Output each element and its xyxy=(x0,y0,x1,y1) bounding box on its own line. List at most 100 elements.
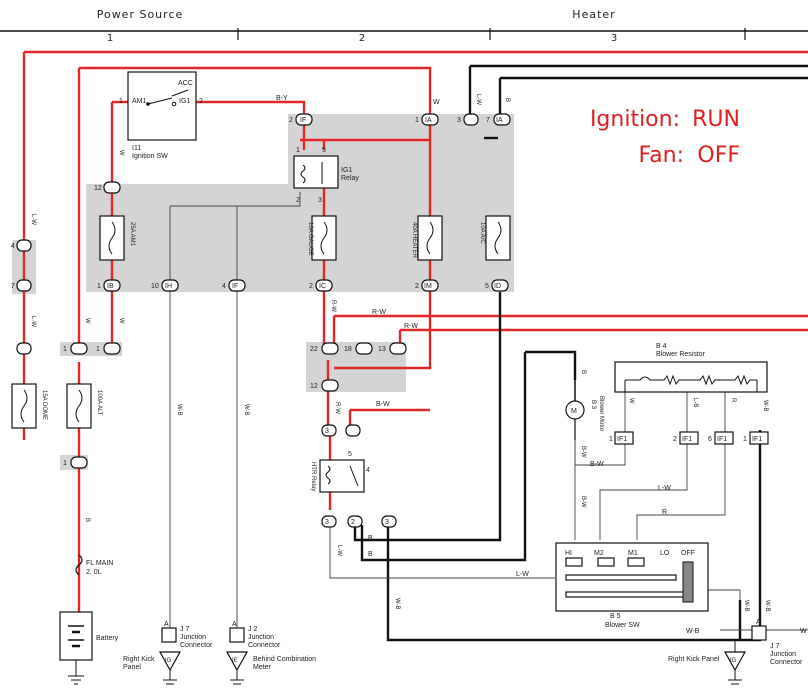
wire-label-rw-2: R-W xyxy=(404,323,418,330)
svg-text:ID: ID xyxy=(494,283,501,290)
junction-connector-j2: J 2 Junction Connector A xyxy=(229,621,281,649)
svg-text:IC: IC xyxy=(319,283,326,290)
junction-connector-j7-right: J 7 Junction Connector A xyxy=(751,619,803,666)
fuse-dome: 15A DOME xyxy=(11,383,47,429)
svg-text:1: 1 xyxy=(63,460,67,467)
section-heater: Heater xyxy=(572,8,615,21)
svg-text:2: 2 xyxy=(415,283,419,290)
svg-text:Behind Combination: Behind Combination xyxy=(253,656,316,663)
wire-label-wb-res: W-B xyxy=(762,400,768,412)
column-number-3: 3 xyxy=(611,33,617,44)
am1-terminal-label: AM1 xyxy=(132,98,147,105)
wire-label-b-relay-2: B xyxy=(368,551,373,558)
pin-htr-3c: 3 xyxy=(381,515,397,528)
svg-text:Junction: Junction xyxy=(248,634,274,641)
wire-b-drop xyxy=(498,76,808,118)
ignition-switch: ACC AM1 IG1 1 2 I11 Ignition SW xyxy=(119,71,203,160)
svg-text:13: 13 xyxy=(378,346,386,353)
fuse-am1-label: 25A AM1 xyxy=(129,222,135,247)
heater-relay-pin-4: 4 xyxy=(366,467,370,474)
svg-text:IF: IF xyxy=(232,283,238,290)
wire-relay-ground xyxy=(170,192,301,207)
blower-sw-name: Blower SW xyxy=(605,622,640,629)
sw-pos-off: OFF xyxy=(681,550,695,557)
wire-label-wb-if: W-B xyxy=(243,404,249,416)
wire-label-lw-sw: L-W xyxy=(516,571,529,578)
svg-text:IE: IE xyxy=(232,658,238,664)
acc-label: ACC xyxy=(178,80,193,87)
ignition-sw-id: I11 xyxy=(132,145,141,152)
wire-label-b-relay: B xyxy=(368,535,373,542)
svg-text:Connector: Connector xyxy=(180,642,213,649)
svg-text:1: 1 xyxy=(415,117,419,124)
fuse-dome-label: 15A DOME xyxy=(41,390,47,420)
wire-label-w-am1: W xyxy=(118,150,124,156)
svg-text:Right Kick: Right Kick xyxy=(123,656,155,663)
column-number-2: 2 xyxy=(359,33,365,44)
wire-label-b-battery: B xyxy=(84,518,90,522)
pin-if-4: 4 IF xyxy=(222,279,246,292)
wire-b-motor xyxy=(360,352,527,562)
wire-label-lw-dome: L-W xyxy=(30,214,36,225)
wire-heater-feed xyxy=(79,66,432,114)
battery-label: Battery xyxy=(96,635,119,642)
wire-label-lw-top: L-W xyxy=(475,94,481,105)
wire-label-w-out: W xyxy=(800,628,807,635)
pin-dome-low xyxy=(16,342,32,355)
svg-text:2: 2 xyxy=(309,283,313,290)
svg-text:7: 7 xyxy=(11,283,15,290)
svg-text:Connector: Connector xyxy=(770,659,803,666)
sw-pos-lo: LO xyxy=(660,550,670,557)
status-panel: Ignition: RUN Fan: OFF xyxy=(590,107,740,168)
pin-htr-2: 2 xyxy=(347,515,363,528)
wire-label-rw-relay: R-W xyxy=(334,402,340,414)
pin-alt-1: 1 xyxy=(63,342,88,355)
fl-main: FL MAIN 2. 0L xyxy=(75,554,113,576)
svg-text:IF1: IF1 xyxy=(617,436,627,443)
wire-label-lw-relay: L-W xyxy=(336,545,342,556)
svg-text:2: 2 xyxy=(673,436,677,443)
relay-pin-1: 1 xyxy=(296,147,300,154)
wire-label-rw-gauge: R-W xyxy=(330,300,336,312)
pin-htr-3b: 3 xyxy=(321,515,337,528)
wire-label-wb-j7: W-B xyxy=(764,600,770,612)
fan-label: Fan: xyxy=(639,143,684,168)
motor-symbol: M xyxy=(571,408,577,415)
wire-label-w-ib: W xyxy=(118,318,124,324)
wire-label-bw-hi-2: B-W xyxy=(580,496,586,508)
ig1-terminal-label: IG1 xyxy=(179,98,190,105)
wire-cross xyxy=(334,292,432,370)
svg-text:1: 1 xyxy=(63,346,67,353)
svg-text:IB: IB xyxy=(107,283,114,290)
wire-label-lw-dome-2: L-W xyxy=(30,316,36,327)
svg-text:4: 4 xyxy=(222,283,226,290)
svg-text:J 7: J 7 xyxy=(180,626,189,633)
svg-text:IG: IG xyxy=(165,658,172,664)
svg-text:6: 6 xyxy=(708,436,712,443)
pin-18: 18 xyxy=(344,342,373,355)
svg-text:A: A xyxy=(756,619,761,626)
svg-text:J 7: J 7 xyxy=(770,643,779,650)
wire-label-bw: B-W xyxy=(376,401,390,408)
fuse-am1: 25A AM1 xyxy=(99,215,135,261)
ig1-relay-name: IG1 xyxy=(341,167,352,174)
pin-12: 12 xyxy=(94,181,121,194)
pin-13: 13 xyxy=(378,342,407,355)
wire-b-return xyxy=(353,292,502,542)
blower-switch: HI M2 M1 LO OFF B 5 Blower SW xyxy=(555,542,709,629)
svg-text:Right Kick Panel: Right Kick Panel xyxy=(668,656,720,663)
wire-rw-right-2 xyxy=(398,328,808,345)
wire-label-wb-relay: W-B xyxy=(394,598,400,610)
svg-text:Connector: Connector xyxy=(248,642,281,649)
wire-label-bw-motor: B-W xyxy=(590,461,604,468)
junction-connector-j7-left: J 7 Junction Connector A xyxy=(161,621,213,649)
blower-resistor-name: Blower Resistor xyxy=(656,351,706,358)
wire-label-w-heater: W xyxy=(433,99,440,106)
wire-labels: B-Y W L-W B W L-W L-W W W B R-W R-W R-W … xyxy=(30,94,807,635)
svg-text:12: 12 xyxy=(310,383,318,390)
blower-resistor: B 4 Blower Resistor xyxy=(614,343,768,393)
